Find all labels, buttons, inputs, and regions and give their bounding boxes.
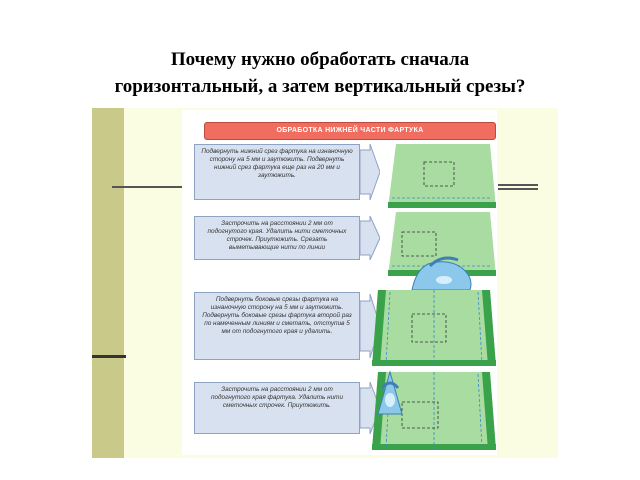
apron-cloth-step-3 (372, 290, 496, 366)
step-4-text: Застрочить на расстоянии 2 мм от подогну… (194, 382, 360, 434)
decorative-band (92, 108, 124, 458)
slide-title: Почему нужно обработать сначала горизонт… (20, 46, 620, 100)
iron-icon (377, 370, 403, 415)
iron-icon (411, 256, 472, 291)
decorative-line (498, 188, 538, 190)
arrow-right-icon (360, 216, 380, 260)
instruction-figure: ОБРАБОТКА НИЖНЕЙ ЧАСТИ ФАРТУКА Подвернут… (182, 110, 497, 455)
step-3-text: Подвернуть боковые срезы фартука на изна… (194, 292, 360, 360)
decorative-line (92, 355, 126, 358)
apron-cloth-step-4 (372, 372, 496, 450)
apron-cloth-step-1 (388, 144, 496, 208)
decorative-line (112, 186, 182, 188)
step-2-text: Застрочить на расстоянии 2 мм от подогну… (194, 216, 360, 260)
step-1-text: Подвернуть нижний срез фартука на изнано… (194, 144, 360, 200)
title-line-2: горизонтальный, а затем вертикальный сре… (114, 76, 526, 97)
arrow-right-icon (360, 144, 380, 200)
figure-header: ОБРАБОТКА НИЖНЕЙ ЧАСТИ ФАРТУКА (204, 122, 496, 140)
decorative-line (498, 184, 538, 186)
title-line-1: Почему нужно обработать сначала (170, 49, 470, 70)
